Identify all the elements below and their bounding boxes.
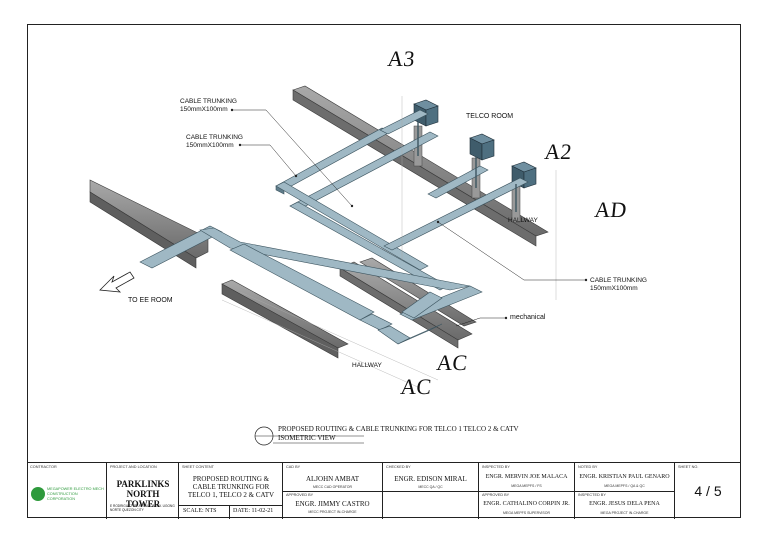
- sheet-number-cell: SHEET NO. 4 / 5: [675, 463, 741, 519]
- project-name: PARKLINKS NORTH TOWER: [116, 479, 170, 509]
- contractor-caption: CONTRACTOR: [30, 465, 57, 469]
- sheet-content-cell: SHEET CONTENT PROPOSED ROUTING & CABLE T…: [179, 463, 283, 519]
- grid-mark-a3: A3: [386, 46, 416, 71]
- label-telco-room: TELCO ROOM: [466, 113, 514, 120]
- title-block: CONTRACTOR MEGAPOWER ELECTRO MECH CONSTR…: [27, 462, 741, 519]
- label-mechanical: mechanical: [510, 314, 546, 321]
- cad-by-name: ALJOHN AMBAT: [305, 475, 360, 483]
- cad-approval-cell: CAD BY ALJOHN AMBAT MECC CAD OPERATOR AP…: [283, 463, 383, 519]
- approved-by-role: MECC PROJECT IN-CHARGE: [308, 510, 357, 514]
- grid-mark-ac-lower: AC: [399, 374, 433, 399]
- sheet-no-caption: SHEET NO.: [678, 465, 699, 469]
- inspected-by-2-caption: INSPECTED BY: [578, 493, 606, 497]
- drawing-title-line2: ISOMETRIC VIEW: [278, 434, 336, 442]
- project-caption: PROJECT AND LOCATION: [110, 465, 157, 469]
- approved-by-2-caption: APPROVED BY: [482, 493, 510, 497]
- sheet-content-caption: SHEET CONTENT: [182, 465, 214, 469]
- label-cable-trunking-2: CABLE TRUNKING 150mmX100mm: [186, 134, 243, 149]
- label-cable-trunking-3: CABLE TRUNKING 150mmX100mm: [590, 277, 647, 292]
- date: DATE: 11-02-21: [233, 508, 274, 514]
- sheet-content: PROPOSED ROUTING & CABLE TRUNKING FOR TE…: [187, 475, 275, 499]
- checked-by-role: MECC QA / QC: [418, 485, 443, 489]
- cad-by-caption: CAD BY: [286, 465, 301, 469]
- approved-by-2-role: MEGA MEPFS SUPERVISOR: [502, 511, 550, 515]
- label-to-ee-room: TO EE ROOM: [128, 297, 173, 304]
- label-hallway-lower: HALLWAY: [352, 362, 382, 369]
- drawing-title-line1: PROPOSED ROUTING & CABLE TRUNKING FOR TE…: [278, 425, 519, 433]
- inspected-by-2-name: ENGR. JESUS DELA PENA: [589, 501, 660, 507]
- noted-by-name: ENGR. KRISTIAN PAUL GENARO: [579, 474, 670, 480]
- inspected-by-caption: INSPECTED BY: [482, 465, 510, 469]
- inspected-by-role: MEGA MEPFS / FS: [511, 484, 542, 488]
- inspected-by-name: ENGR. MERVIN JOE MALACA: [485, 474, 568, 480]
- label-hallway-upper: HALLWAY: [508, 217, 538, 224]
- contractor-cell: CONTRACTOR MEGAPOWER ELECTRO MECH CONSTR…: [27, 463, 107, 519]
- checked-by-name: ENGR. EDISON MIRAL: [394, 475, 467, 483]
- leader-dots: [230, 108, 588, 320]
- noted-by-role: MEGA MEPFS / QA & QC: [604, 484, 645, 488]
- label-cable-trunking-1: CABLE TRUNKING 150mmX100mm: [180, 98, 237, 113]
- inspected-by-2-role: MEGA PROJECT IN-CHARGE: [600, 511, 649, 515]
- checked-by-cell: CHECKED BY ENGR. EDISON MIRAL MECC QA / …: [383, 463, 479, 519]
- company-logo: [31, 487, 45, 501]
- approved-by-caption: APPROVED BY: [286, 493, 314, 497]
- noted-cell: NOTED BY ENGR. KRISTIAN PAUL GENARO MEGA…: [575, 463, 675, 519]
- inspection-cell: INSPECTED BY ENGR. MERVIN JOE MALACA MEG…: [479, 463, 575, 519]
- grid-lines: [221, 96, 557, 389]
- grid-mark-a2: A2: [543, 139, 573, 164]
- cable-trunking: [139, 109, 529, 345]
- project-cell: PROJECT AND LOCATION PARKLINKS NORTH TOW…: [107, 463, 179, 519]
- drawing-title: PROPOSED ROUTING & CABLE TRUNKING FOR TE…: [278, 425, 519, 443]
- project-address: E RODRIGUEZ JR. AVENUE BRGY. UGONG NORTE…: [110, 504, 175, 512]
- approved-by-2-name: ENGR. CATHALINO CORPIN JR.: [483, 501, 570, 507]
- approved-by-name: ENGR. JIMMY CASTRO: [295, 500, 370, 508]
- noted-by-caption: NOTED BY: [578, 465, 598, 469]
- grid-mark-ad: AD: [593, 197, 628, 222]
- leader-lines: [232, 109, 586, 327]
- risers: [417, 122, 517, 212]
- to-ee-room-arrow: [99, 271, 135, 293]
- company-name: MEGAPOWER ELECTRO MECH CONSTRUCTION CORP…: [47, 487, 104, 501]
- checked-by-caption: CHECKED BY: [386, 465, 411, 469]
- grid-mark-ac-upper: AC: [435, 350, 469, 375]
- scale: SCALE: NTS: [183, 508, 217, 514]
- cad-by-role: MECC CAD OPERATOR: [313, 485, 352, 489]
- sheet-no: 4 / 5: [694, 483, 722, 499]
